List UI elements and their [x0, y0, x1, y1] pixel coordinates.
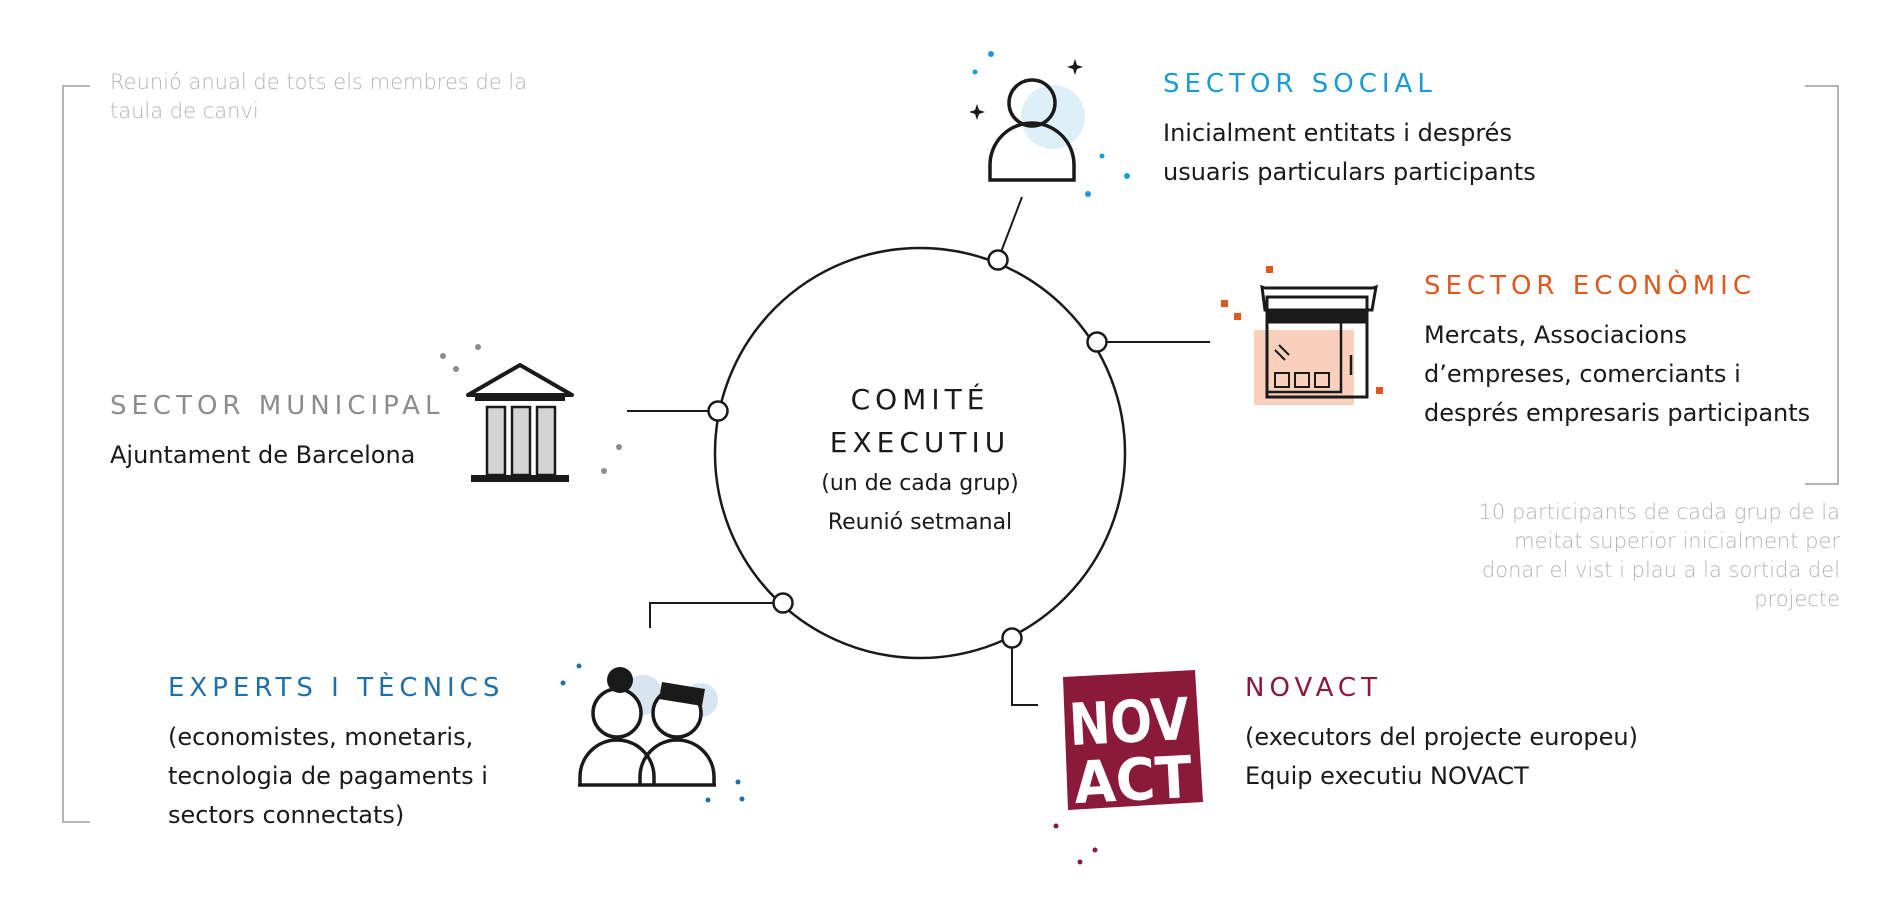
group-experts-title: EXPERTS I TÈCNICS — [168, 673, 505, 703]
group-experts-line1: (economistes, monetaris, — [168, 723, 474, 751]
group-economic-line1: Mercats, Associacions — [1424, 321, 1687, 349]
group-novact: NOVACT (executors del projecte europeu) … — [1245, 672, 1665, 796]
two-people-icon — [560, 663, 745, 803]
group-economic: SECTOR ECONÒMIC Mercats, Associacions d’… — [1424, 270, 1864, 433]
group-economic-line2: d’empreses, comerciants i — [1424, 360, 1741, 388]
group-social-title: SECTOR SOCIAL — [1163, 69, 1437, 99]
group-experts-line2: tecnologia de pagaments i — [168, 762, 488, 790]
committee-title-line2: EXECUTIU — [829, 426, 1011, 459]
node-experts — [772, 592, 794, 614]
group-economic-title: SECTOR ECONÒMIC — [1424, 271, 1756, 301]
node-economic — [1086, 331, 1108, 353]
group-novact-line2: Equip executiu NOVACT — [1245, 762, 1529, 790]
novact-logo: NOV ACT — [1053, 670, 1203, 865]
group-experts: EXPERTS I TÈCNICS (economistes, monetari… — [168, 672, 528, 835]
left-bracket — [62, 85, 90, 823]
group-municipal-line1: Ajuntament de Barcelona — [110, 441, 416, 469]
annual-meeting-note: Reunió anual de tots els membres de la t… — [110, 70, 528, 123]
group-social: SECTOR SOCIAL Inicialment entitats i des… — [1163, 68, 1583, 192]
group-social-line2: usuaris particulars participants — [1163, 158, 1536, 186]
group-municipal-title: SECTOR MUNICIPAL — [110, 391, 445, 421]
node-novact — [1001, 627, 1023, 649]
group-economic-line3: després empresaris participants — [1424, 399, 1811, 427]
connector-social — [997, 196, 1023, 261]
city-hall-icon — [440, 344, 622, 482]
right-bracket — [1805, 85, 1839, 485]
group-experts-line3: sectors connectats) — [168, 801, 405, 829]
participants-note: 10 participants de cada grup de la meita… — [1478, 500, 1840, 611]
node-social — [987, 249, 1009, 271]
node-municipal — [707, 400, 729, 422]
novact-logo-line1: NOV — [1067, 685, 1190, 759]
group-social-line1: Inicialment entitats i després — [1163, 119, 1512, 147]
committee-title-line1: COMITÉ — [850, 383, 990, 416]
connector-experts — [649, 602, 783, 628]
novact-logo-line2: ACT — [1072, 743, 1194, 817]
central-committee-label: COMITÉ EXECUTIU (un de cada grup) Reunió… — [770, 378, 1070, 542]
connector-novact — [1011, 638, 1038, 706]
person-icon — [969, 51, 1130, 197]
group-novact-title: NOVACT — [1245, 673, 1382, 703]
committee-subtitle-line2: Reunió setmanal — [827, 510, 1013, 535]
group-municipal: SECTOR MUNICIPAL Ajuntament de Barcelona — [110, 390, 450, 475]
group-novact-line1: (executors del projecte europeu) — [1245, 723, 1638, 751]
shop-icon — [1221, 266, 1383, 405]
central-committee-circle — [713, 246, 1127, 660]
committee-subtitle-line1: (un de cada grup) — [821, 471, 1019, 496]
